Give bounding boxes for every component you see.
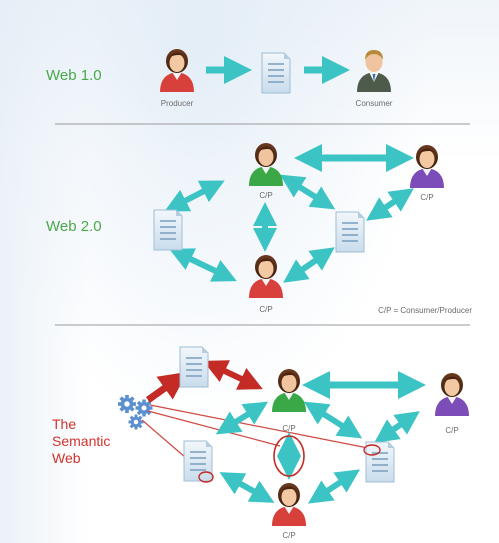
web2-cp-purple-person-icon bbox=[410, 145, 444, 188]
semantic-cp-red-person-icon bbox=[272, 483, 306, 526]
semantic-arrow bbox=[374, 411, 420, 443]
semantic-highlight-circle bbox=[198, 471, 214, 483]
web1-document-icon bbox=[261, 52, 291, 94]
semantic-cp-label: C/P bbox=[282, 531, 295, 540]
web2-cp-label: C/P bbox=[259, 191, 272, 200]
semantic-document-left-icon bbox=[183, 440, 213, 482]
web2-cp-label: C/P bbox=[420, 193, 433, 202]
web2-document-right-icon bbox=[335, 211, 365, 253]
semantic-title-line3: Web bbox=[52, 450, 81, 466]
web2-cp-red-person-icon bbox=[249, 255, 283, 298]
semantic-cp-green-person-icon bbox=[272, 369, 306, 412]
semantic-cp-purple-person-icon bbox=[435, 373, 469, 416]
semantic-highlight-circle bbox=[363, 444, 381, 456]
semantic-arrow bbox=[303, 401, 363, 439]
producer-label: Producer bbox=[161, 99, 194, 108]
web2-legend: C/P = Consumer/Producer bbox=[378, 306, 472, 315]
web1-title: Web 1.0 bbox=[46, 67, 102, 84]
producer-person-icon bbox=[160, 49, 194, 92]
web2-arrow bbox=[164, 180, 225, 212]
web2-arrow bbox=[169, 248, 237, 282]
semantic-red-arrow-gear-doc bbox=[145, 371, 188, 403]
web2-arrow bbox=[366, 188, 414, 221]
web2-document-left-icon bbox=[153, 209, 183, 251]
web2-cp-label: C/P bbox=[259, 305, 272, 314]
web2-arrow bbox=[279, 174, 336, 210]
consumer-label: Consumer bbox=[356, 99, 393, 108]
semantic-arrow bbox=[307, 469, 361, 504]
semantic-document-top-icon bbox=[179, 346, 209, 388]
semantic-arrow bbox=[215, 401, 269, 435]
semantic-cp-label: C/P bbox=[445, 426, 458, 435]
semantic-title-line2: Semantic bbox=[52, 433, 110, 449]
web2-title: Web 2.0 bbox=[46, 218, 102, 235]
semantic-cp-label: C/P bbox=[282, 424, 295, 433]
semantic-highlight-circle bbox=[273, 435, 305, 477]
semantic-arrow bbox=[219, 472, 275, 503]
semantic-red-link bbox=[149, 404, 369, 449]
semantic-title-line1: The bbox=[52, 416, 76, 432]
web2-arrow bbox=[283, 247, 335, 283]
semantic-red-arrow-doc-person bbox=[203, 360, 263, 390]
web2-cp-green-person-icon bbox=[249, 143, 283, 186]
semantic-red-link bbox=[147, 410, 281, 447]
consumer-person-icon bbox=[357, 50, 391, 92]
